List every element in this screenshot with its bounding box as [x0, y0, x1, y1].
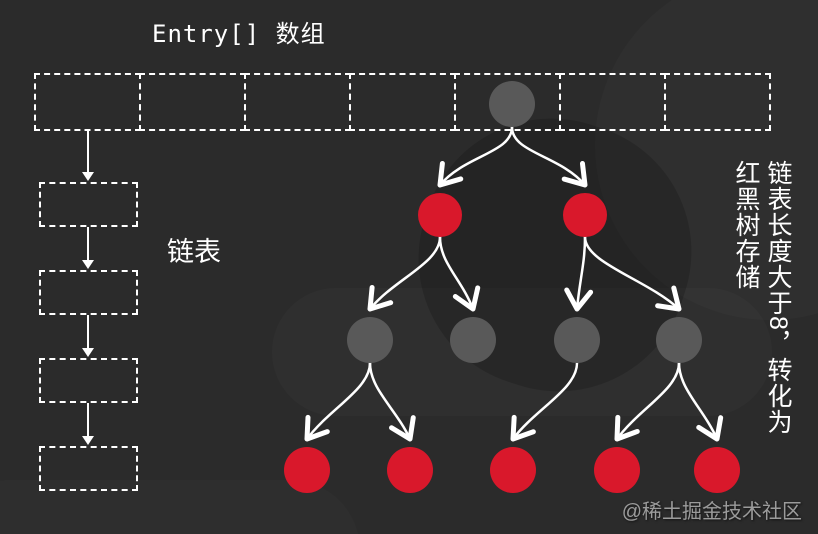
juejin-watermark: @稀土掘金技术社区 — [621, 501, 802, 523]
linked-list-node-1 — [39, 270, 138, 315]
tree-edge-g1-b1 — [304, 361, 372, 442]
linked-list-arrowhead-2 — [82, 348, 94, 357]
tree-node-b2-red — [387, 447, 433, 493]
tree-edge-r1-g1 — [367, 235, 442, 312]
entry-array-row — [34, 73, 771, 131]
tree-node-b5-red — [694, 447, 740, 493]
linked-list-label: 链表 — [167, 237, 221, 267]
tree-node-g4-gray — [656, 317, 702, 363]
linked-list-arrowhead-1 — [82, 260, 94, 269]
tree-edge-g4-b4 — [614, 361, 681, 442]
tree-edge-r1-g2 — [438, 235, 481, 312]
tree-edge-g4-b5 — [677, 361, 724, 442]
tree-node-g2-gray — [450, 317, 496, 363]
tree-node-g3-gray — [554, 317, 600, 363]
annotation-line-1: 链表长度大于8，转化为 — [764, 160, 792, 435]
tree-edge-r2-g3 — [564, 235, 594, 312]
linked-list-arrowhead-3 — [82, 436, 94, 445]
tree-node-g1-gray — [347, 317, 393, 363]
tree-node-r2-red — [563, 193, 607, 237]
tree-node-b1-red — [284, 447, 330, 493]
array-cell-6 — [664, 73, 771, 131]
tree-node-b4-red — [594, 447, 640, 493]
linked-list-node-2 — [39, 358, 138, 403]
red-black-tree-annotation: 链表长度大于8，转化为 红黑树存储 — [730, 160, 794, 435]
tree-edge-g1-b2 — [368, 361, 416, 442]
tree-edge-g3-b3 — [510, 361, 579, 442]
linked-list-arrowhead-0 — [82, 172, 94, 181]
linked-list-node-3 — [39, 446, 138, 491]
tree-node-r1-red — [418, 193, 462, 237]
tree-edge-root-r1 — [437, 125, 514, 188]
tree-node-b3-red — [490, 447, 536, 493]
entry-array-title: Entry[] 数组 — [152, 20, 326, 48]
tree-edge-r2-g4 — [583, 235, 682, 312]
annotation-line-2: 红黑树存储 — [732, 160, 760, 290]
tree-node-root-gray — [489, 81, 535, 127]
linked-list-node-0 — [39, 182, 138, 227]
tree-edge-root-r2 — [510, 125, 588, 188]
